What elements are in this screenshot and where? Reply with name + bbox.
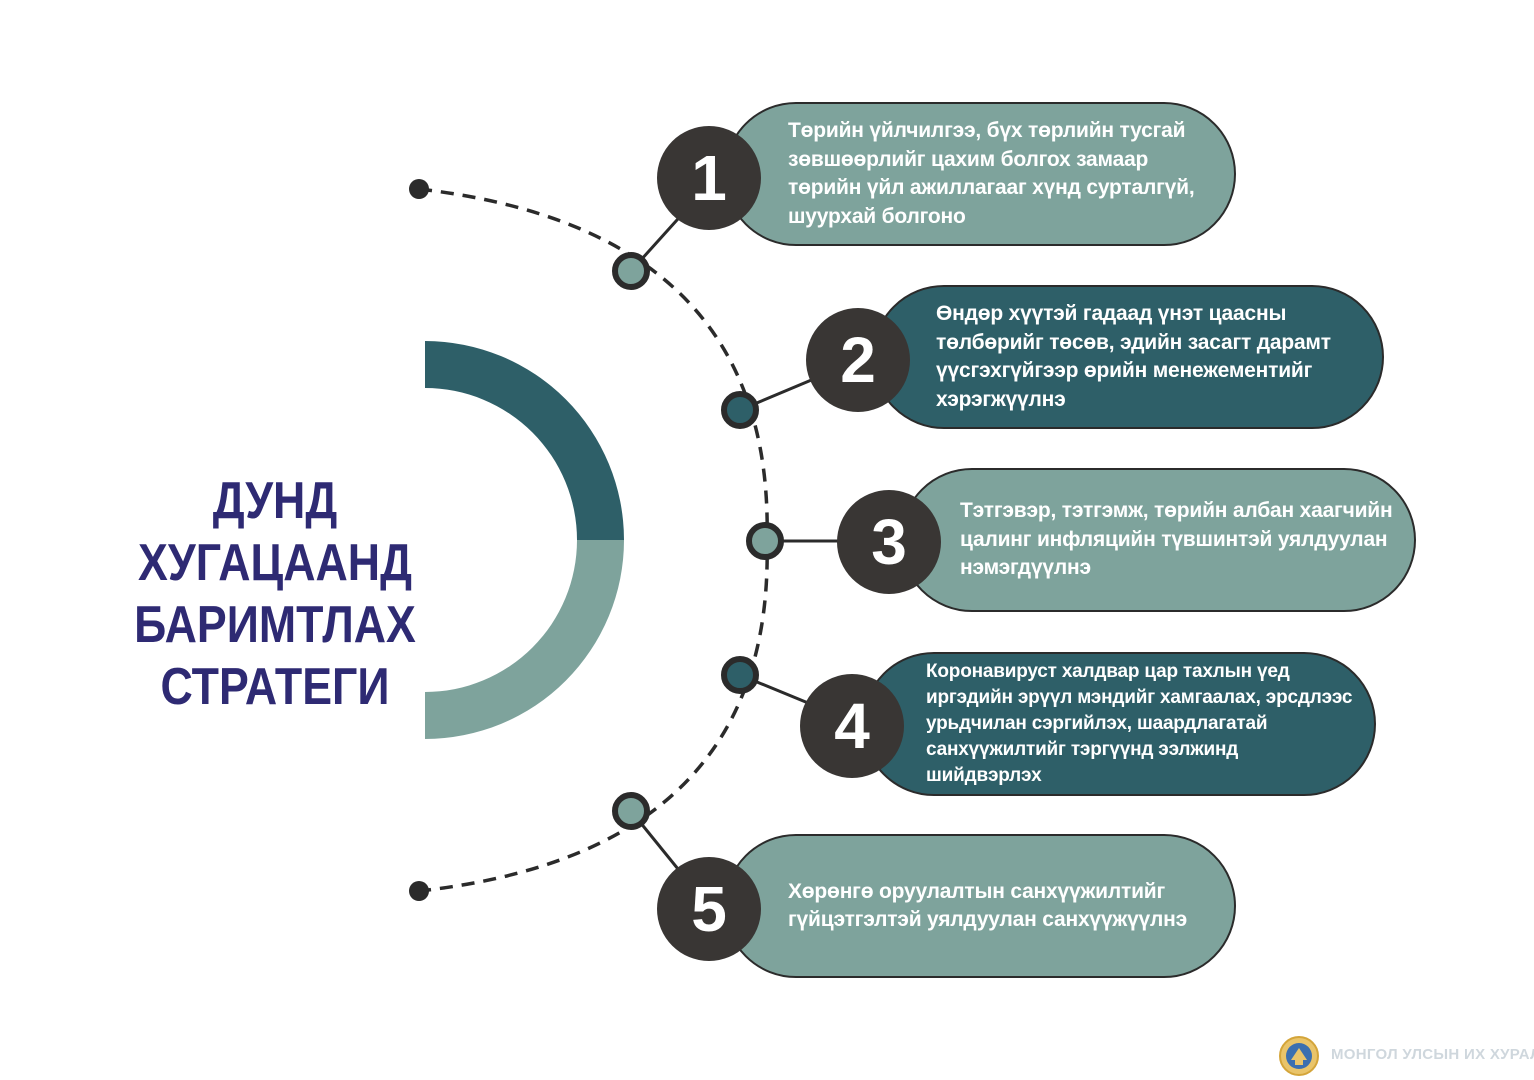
state-emblem-icon xyxy=(1279,1036,1319,1076)
strategy-text-2: Өндөр хүүтэй гадаад үнэт цаасны төлбөрий… xyxy=(936,302,1331,411)
strategy-number-badge-1: 1 xyxy=(657,126,761,230)
strategy-text-4: Коронавируст халдвар цар тахлын үед иргэ… xyxy=(926,661,1353,786)
title-line-2: БАРИМТЛАХ xyxy=(134,596,416,654)
half-ring-bottom xyxy=(425,540,624,739)
strategy-pill-5: Хөрөнгө оруулалтын санхүүжилтийг гүйцэтг… xyxy=(724,834,1236,978)
strategy-text-1: Төрийн үйлчилгээ, бүх төрлийн тусгай зөв… xyxy=(788,119,1195,228)
strategy-number-5: 5 xyxy=(691,873,727,945)
arc-node-1 xyxy=(612,252,650,290)
title-line-1: ДУНД ХУГАЦААНД xyxy=(138,472,412,592)
arc-endpoint-top xyxy=(409,179,429,199)
strategy-pill-3: Тэтгэвэр, тэтгэмж, төрийн албан хаагчийн… xyxy=(900,468,1416,612)
arc-endpoint-bottom xyxy=(409,881,429,901)
arc-node-2 xyxy=(721,391,759,429)
main-title: ДУНД ХУГАЦААНД БАРИМТЛАХ СТРАТЕГИ xyxy=(73,470,477,718)
strategy-number-2: 2 xyxy=(840,324,876,396)
strategy-number-badge-3: 3 xyxy=(837,490,941,594)
strategy-number-3: 3 xyxy=(871,506,907,578)
strategy-pill-1: Төрийн үйлчилгээ, бүх төрлийн тусгай зөв… xyxy=(724,102,1236,246)
strategy-pill-4: Коронавируст халдвар цар тахлын үед иргэ… xyxy=(862,652,1376,796)
strategy-number-badge-5: 5 xyxy=(657,857,761,961)
arc-node-3 xyxy=(746,522,784,560)
strategy-text-3: Тэтгэвэр, тэтгэмж, төрийн албан хаагчийн… xyxy=(960,499,1393,580)
arc-node-5 xyxy=(612,792,650,830)
strategy-number-1: 1 xyxy=(691,142,727,214)
strategy-text-5: Хөрөнгө оруулалтын санхүүжилтийг гүйцэтг… xyxy=(788,879,1188,932)
strategy-number-badge-2: 2 xyxy=(806,308,910,412)
title-line-3: СТРАТЕГИ xyxy=(160,658,390,716)
arc-node-4 xyxy=(721,656,759,694)
strategy-number-badge-4: 4 xyxy=(800,674,904,778)
half-ring-top xyxy=(425,341,624,540)
footer-watermark-text: МОНГОЛ УЛСЫН ИХ ХУРАЛ xyxy=(1331,1046,1534,1063)
strategy-pill-2: Өндөр хүүтэй гадаад үнэт цаасны төлбөрий… xyxy=(872,285,1384,429)
strategy-number-4: 4 xyxy=(834,690,870,762)
